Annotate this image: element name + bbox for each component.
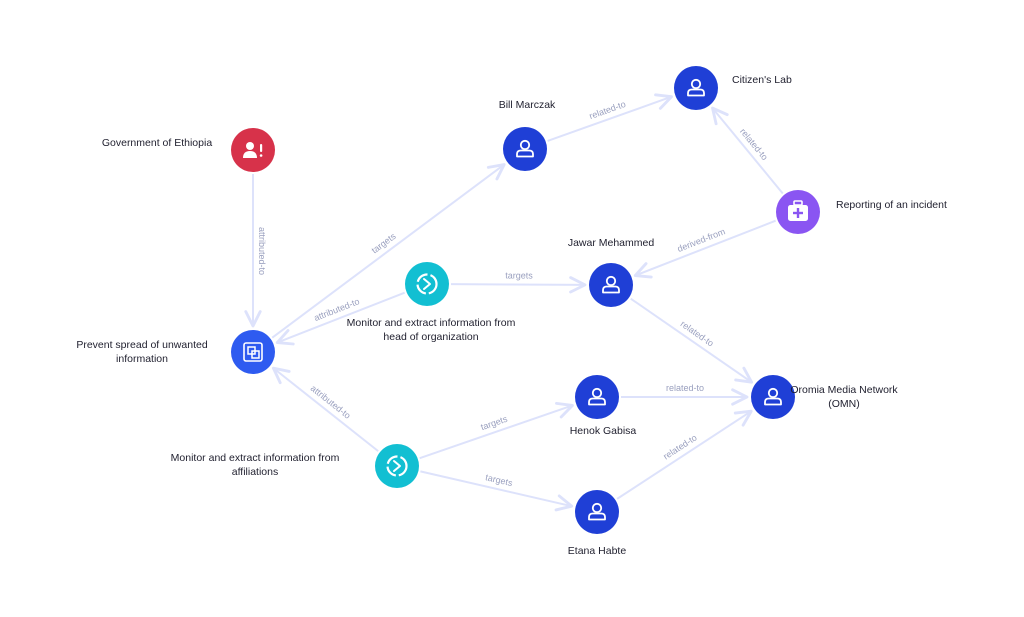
edge-line bbox=[633, 219, 777, 279]
edge-line bbox=[547, 93, 673, 142]
node-label: Government of Ethiopia bbox=[102, 137, 212, 149]
edge-line bbox=[450, 276, 587, 294]
edge-targets: targets bbox=[420, 470, 574, 512]
node-label: Reporting of an incident bbox=[836, 199, 947, 211]
attack-pattern-icon bbox=[243, 342, 263, 362]
edge-line bbox=[275, 291, 406, 346]
node-label: Bill Marczak bbox=[499, 99, 556, 111]
edge-line bbox=[420, 470, 574, 512]
edge-line bbox=[616, 409, 753, 500]
node-circle[interactable] bbox=[231, 128, 275, 172]
node-citizens[interactable]: Citizen's Lab bbox=[674, 66, 792, 110]
node-label: Citizen's Lab bbox=[732, 74, 792, 86]
edge-line bbox=[271, 366, 379, 452]
node-gov[interactable]: Government of Ethiopia bbox=[102, 128, 275, 172]
edge-label: targets bbox=[484, 472, 514, 488]
node-etana[interactable]: Etana Habte bbox=[568, 490, 627, 557]
edge-line bbox=[711, 106, 784, 195]
edge-related-to: related-to bbox=[711, 106, 784, 195]
edge-label: attributed-to bbox=[257, 227, 267, 275]
node-label: Oromia Media Network bbox=[790, 384, 898, 396]
node-monitor-head[interactable]: Monitor and extract information from head… bbox=[347, 262, 516, 343]
node-oromia[interactable]: Oromia Media Network (OMN) bbox=[751, 375, 898, 419]
edge-attributed-to: attributed-to bbox=[244, 174, 267, 328]
edge-targets: targets bbox=[419, 401, 574, 460]
edge-related-to: related-to bbox=[621, 383, 749, 406]
node-label: Monitor and extract information from bbox=[347, 317, 516, 329]
node-circle[interactable] bbox=[231, 330, 275, 374]
edge-line bbox=[419, 401, 574, 460]
edge-targets: targets bbox=[450, 270, 587, 294]
campaign-icon bbox=[386, 455, 408, 477]
node-label: Henok Gabisa bbox=[570, 425, 637, 437]
incident-icon bbox=[788, 200, 808, 221]
node-label: information bbox=[116, 353, 168, 365]
edge-targets: targets bbox=[271, 163, 506, 339]
edge-label: related-to bbox=[588, 99, 627, 121]
person-icon bbox=[602, 275, 620, 294]
node-label: Etana Habte bbox=[568, 545, 627, 557]
node-label: affiliations bbox=[232, 466, 279, 478]
edge-label: targets bbox=[370, 231, 398, 256]
person-icon bbox=[588, 502, 606, 521]
node-jawar[interactable]: Jawar Mehammed bbox=[568, 237, 655, 307]
node-bill[interactable]: Bill Marczak bbox=[499, 99, 556, 171]
person-icon bbox=[588, 387, 606, 406]
node-reporting[interactable]: Reporting of an incident bbox=[776, 190, 947, 234]
node-circle[interactable] bbox=[375, 444, 419, 488]
edge-label: related-to bbox=[666, 383, 704, 393]
edge-related-to: related-to bbox=[616, 409, 753, 500]
person-icon bbox=[516, 139, 534, 158]
node-label: Prevent spread of unwanted bbox=[76, 339, 207, 351]
node-label: Jawar Mehammed bbox=[568, 237, 655, 249]
node-label: (OMN) bbox=[828, 398, 860, 410]
node-prevent[interactable]: Prevent spread of unwanted information bbox=[76, 330, 275, 374]
node-circle[interactable] bbox=[405, 262, 449, 306]
edge-line bbox=[271, 163, 506, 339]
node-label: Monitor and extract information from bbox=[171, 452, 340, 464]
person-icon bbox=[764, 387, 782, 406]
edge-line bbox=[630, 297, 754, 384]
edge-label: targets bbox=[505, 270, 533, 280]
edge-related-to: related-to bbox=[630, 297, 754, 384]
edge-attributed-to: attributed-to bbox=[271, 366, 379, 452]
threat-actor-icon bbox=[243, 142, 263, 158]
node-label: head of organization bbox=[383, 331, 478, 343]
node-monitor-aff[interactable]: Monitor and extract information from affi… bbox=[171, 444, 419, 488]
edge-derived-from: derived-from bbox=[633, 219, 777, 279]
edge-related-to: related-to bbox=[547, 93, 673, 142]
person-icon bbox=[687, 78, 705, 97]
campaign-icon bbox=[416, 273, 438, 295]
node-henok[interactable]: Henok Gabisa bbox=[570, 375, 637, 437]
